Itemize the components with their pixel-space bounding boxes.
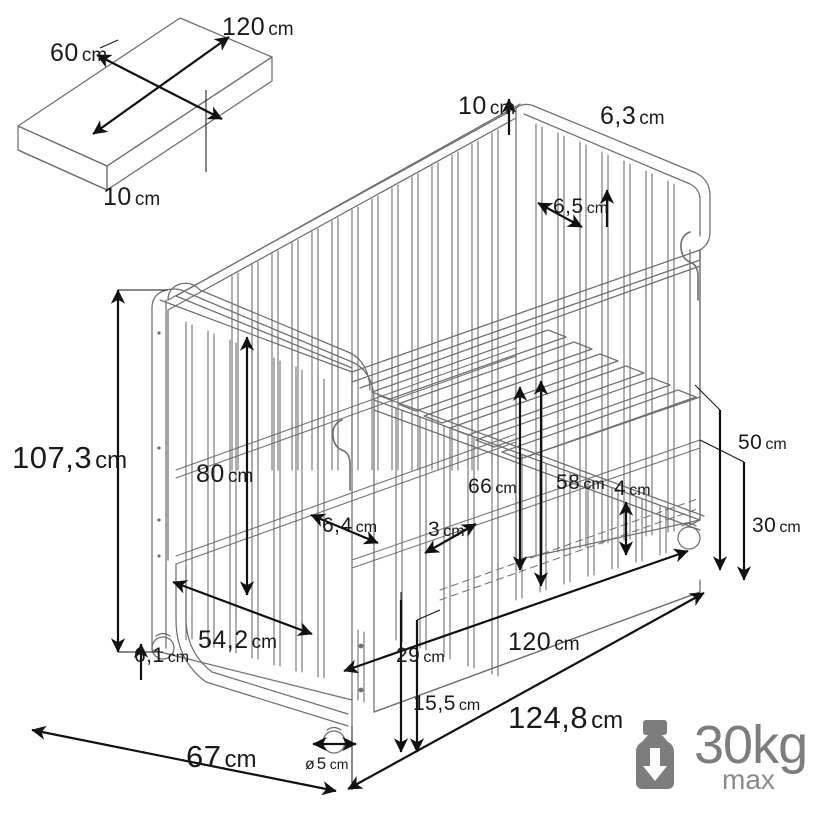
weight-down-arrow-icon — [626, 718, 684, 796]
arrow-slat-gap-top — [537, 202, 583, 228]
cot-back-panel — [167, 103, 521, 311]
max-weight-value: 30 — [694, 715, 753, 776]
max-weight-qualifier: max — [722, 763, 775, 795]
front-drop-side-rail — [167, 282, 371, 561]
latch-hook-front — [332, 419, 351, 491]
arrow-overall-depth — [31, 725, 337, 796]
latch-hook-right — [680, 231, 699, 301]
witness-lines — [99, 39, 745, 790]
left-panel-fixings — [157, 331, 161, 558]
arrow-mattress-length — [92, 36, 230, 135]
max-weight-unit: kg — [752, 715, 808, 776]
arrow-inner-width — [172, 580, 313, 636]
arrow-slat-width — [424, 523, 477, 554]
mattress-base-deck — [351, 249, 701, 460]
arrow-post-width — [310, 513, 379, 545]
max-weight-badge: 30kg max — [626, 707, 811, 807]
